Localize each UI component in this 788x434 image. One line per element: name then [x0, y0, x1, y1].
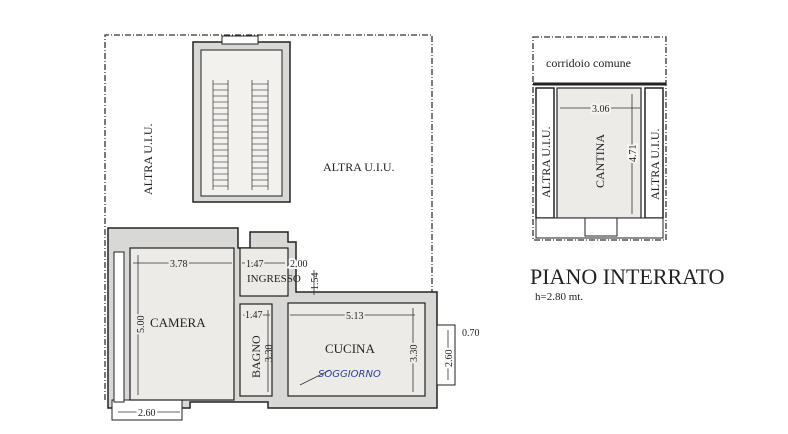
cantina-length: 4.71 — [628, 145, 639, 163]
bagno-width: 1.47 — [245, 310, 263, 321]
basement-plan — [532, 36, 667, 241]
other-unit-right-label: ALTRA U.I.U. — [323, 160, 395, 174]
bagno-length: 3.30 — [264, 345, 275, 363]
balcony-right-length: 2.60 — [444, 350, 455, 368]
basement-title: PIANO INTERRATO — [530, 264, 725, 289]
ingresso-width-a: 1.47 — [246, 259, 264, 270]
cucina-width: 5.13 — [346, 311, 364, 322]
corridor-label: corridoio comune — [546, 56, 631, 70]
ingresso-label: INGRESSO — [247, 273, 301, 285]
cucina-label: CUCINA — [325, 341, 375, 356]
dimension-lines — [118, 255, 449, 413]
room-camera — [129, 247, 235, 401]
balcony-left-length: 2.60 — [138, 408, 156, 419]
cucina-length: 3.30 — [409, 345, 420, 363]
cantina-label: CANTINA — [593, 134, 607, 188]
ingresso-width-b: 2.00 — [290, 259, 308, 270]
balcony-right-depth: 0.70 — [462, 328, 480, 339]
basement-other-unit-right: ALTRA U.I.U. — [648, 128, 662, 200]
camera-label: CAMERA — [150, 315, 206, 330]
side-strip — [113, 251, 125, 403]
staircase — [192, 35, 291, 203]
handwritten-soggiorno: SOGGIORNO — [318, 369, 381, 380]
basement-other-unit-left: ALTRA U.I.U. — [539, 126, 553, 198]
camera-width: 3.78 — [170, 259, 188, 270]
ingresso-depth: 1.54 — [310, 273, 321, 291]
ground-floor-boundary — [104, 34, 433, 400]
basement-height: h=2.80 mt. — [535, 291, 583, 303]
room-bagno — [239, 303, 273, 397]
room-cucina — [287, 302, 426, 397]
camera-length: 5.00 — [136, 316, 147, 334]
room-ingresso — [239, 247, 289, 297]
bagno-label: BAGNO — [249, 335, 263, 378]
cantina-width: 3.06 — [592, 104, 610, 115]
other-unit-left-label: ALTRA U.I.U. — [141, 123, 155, 195]
